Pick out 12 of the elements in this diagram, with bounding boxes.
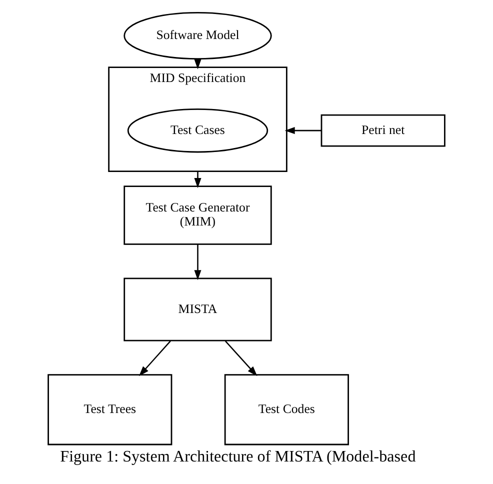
caption: Figure 1: System Architecture of MISTA (Model-based <box>60 448 416 466</box>
arrow <box>194 171 202 188</box>
node-box: Test Codes <box>224 374 349 446</box>
node-box: Test Case Generator (MIM) <box>124 186 272 245</box>
node-box: MISTA <box>124 278 272 342</box>
arrow <box>284 127 322 134</box>
arrow <box>194 244 202 280</box>
arrow <box>224 340 258 376</box>
node-box: Petri net <box>320 114 446 147</box>
arrow <box>138 340 171 376</box>
node-box: Test Trees <box>48 374 172 446</box>
node-ellipse: Test Cases <box>127 108 268 153</box>
